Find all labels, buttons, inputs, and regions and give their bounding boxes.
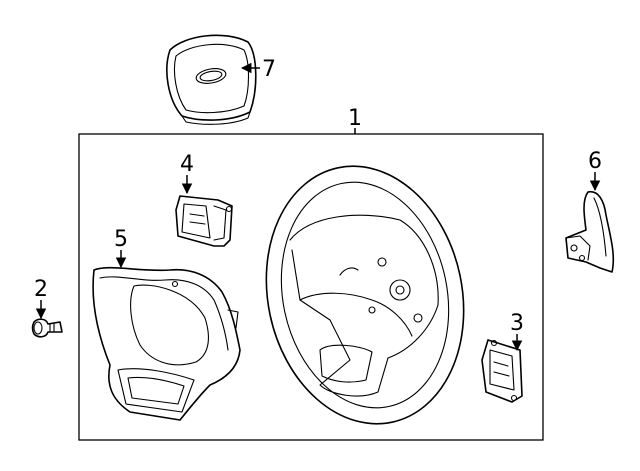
callout-2-label: 2: [34, 277, 48, 302]
assembly-frame: [78, 133, 544, 441]
callout-1-label: 1: [348, 106, 362, 131]
callout-6-label: 6: [588, 149, 602, 174]
callout-5-label: 5: [114, 227, 128, 252]
callout-7-label: 7: [262, 57, 276, 82]
switch-part-4: [175, 195, 233, 247]
callout-3-label: 3: [510, 311, 524, 336]
callout-4-label: 4: [180, 152, 194, 177]
trim-cover-part: [92, 266, 241, 421]
airbag-module-part: [166, 34, 257, 125]
steering-wheel-part: [265, 165, 465, 425]
bolt-part: [31, 318, 63, 338]
paddle-shifter-part: [565, 191, 615, 273]
switch-part-3: [481, 339, 523, 403]
